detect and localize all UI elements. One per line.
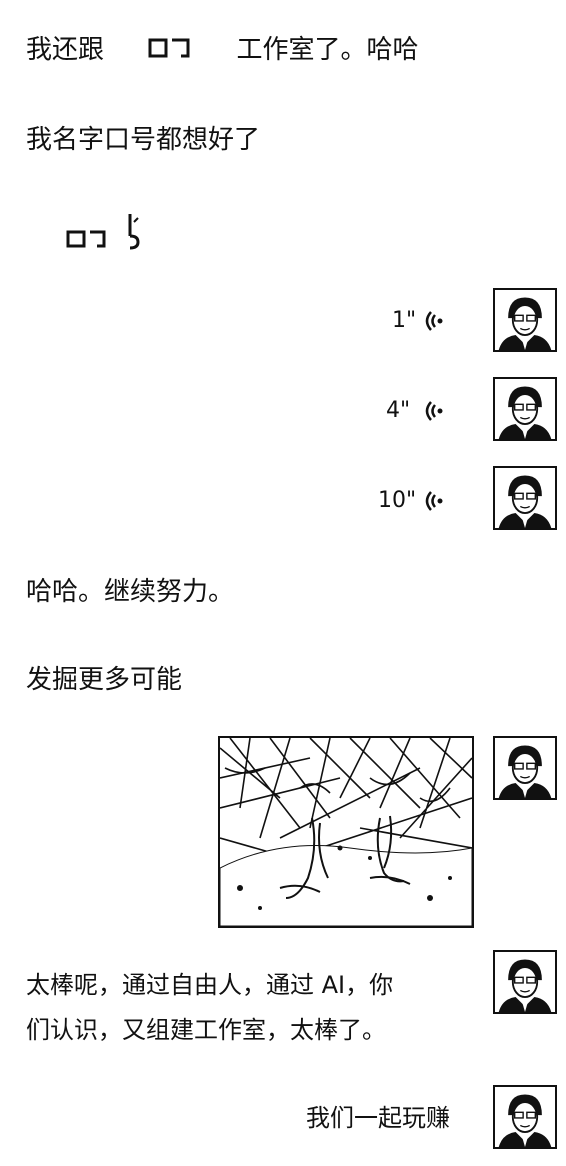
missing-emoji-glyph xyxy=(64,212,154,252)
voice-duration: 10" xyxy=(378,488,417,513)
avatar[interactable] xyxy=(493,950,557,1014)
message-prefix: 我还跟 xyxy=(26,35,105,65)
message-text: 我还跟 工作室了。哈哈 xyxy=(26,30,419,71)
avatar[interactable] xyxy=(493,736,557,800)
message-suffix: 工作室了。哈哈 xyxy=(236,35,419,65)
message-text-line: 太棒呢，通过自由人，通过 AI，你 xyxy=(26,971,394,999)
avatar[interactable] xyxy=(493,288,557,352)
avatar[interactable] xyxy=(493,466,557,530)
voice-wave-icon[interactable] xyxy=(420,396,444,426)
message-text-line: 们认识，又组建工作室，太棒了。 xyxy=(26,1016,386,1044)
voice-wave-icon[interactable] xyxy=(420,486,444,516)
message-text: 我们一起玩赚 xyxy=(306,1104,450,1132)
message-text: 发掘更多可能 xyxy=(26,665,183,695)
voice-wave-icon[interactable] xyxy=(420,306,444,336)
avatar[interactable] xyxy=(493,377,557,441)
avatar[interactable] xyxy=(493,1085,557,1149)
photo-message[interactable] xyxy=(218,736,474,928)
voice-duration: 4" xyxy=(386,398,411,423)
voice-duration: 1" xyxy=(392,308,417,333)
message-text: 我名字口号都想好了 xyxy=(26,125,261,155)
message-text: 哈哈。继续努力。 xyxy=(26,577,235,607)
missing-emoji-glyph xyxy=(148,31,192,71)
